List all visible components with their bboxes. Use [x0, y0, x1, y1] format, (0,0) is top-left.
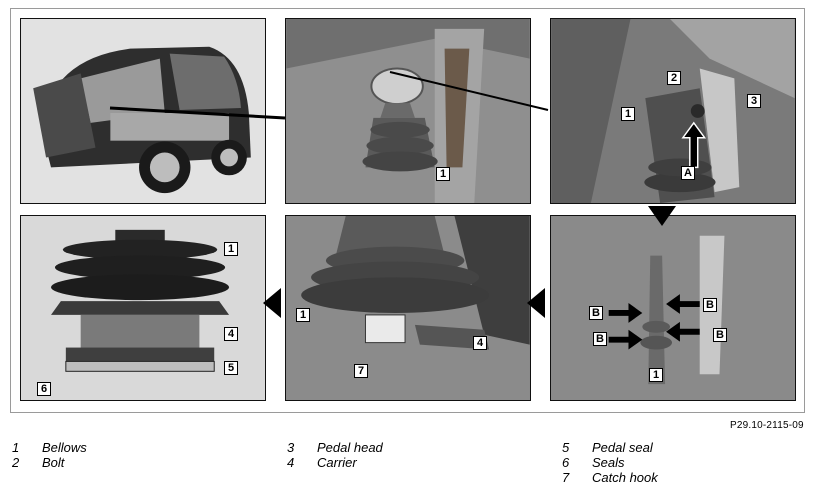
left-arrow-icon	[263, 288, 281, 318]
callout-1: 1	[436, 167, 450, 181]
photo-bellows-installed: 1 7 4	[285, 215, 531, 401]
callout-6: 6	[37, 382, 51, 396]
callout-B: B	[703, 298, 717, 312]
left-arrow-icon	[527, 288, 545, 318]
callout-5: 5	[224, 361, 238, 375]
photo-pedal-footwell: 1	[285, 18, 531, 204]
callout-2: 2	[667, 71, 681, 85]
photo-bellows-parts: 1 4 5 6	[20, 215, 266, 401]
callout-3: 3	[747, 94, 761, 108]
callout-B: B	[713, 328, 727, 342]
callout-1: 1	[621, 107, 635, 121]
callout-B: B	[593, 332, 607, 346]
callout-7: 7	[354, 364, 368, 378]
figure-reference-code: P29.10-2115-09	[730, 420, 804, 431]
pedal-footwell-illustration	[286, 19, 530, 203]
callout-1: 1	[649, 368, 663, 382]
callout-4: 4	[473, 336, 487, 350]
callout-1: 1	[224, 242, 238, 256]
callout-1: 1	[296, 308, 310, 322]
callout-4: 4	[224, 327, 238, 341]
callout-A: A	[681, 166, 695, 180]
photo-seals: B B B B 1	[550, 215, 796, 401]
photo-pedal-bolt: 2 3 1 A	[550, 18, 796, 204]
pedal-bolt-illustration	[551, 19, 795, 203]
callout-B: B	[589, 306, 603, 320]
bellows-installed-illustration	[286, 216, 530, 400]
down-arrow-icon	[648, 206, 676, 226]
